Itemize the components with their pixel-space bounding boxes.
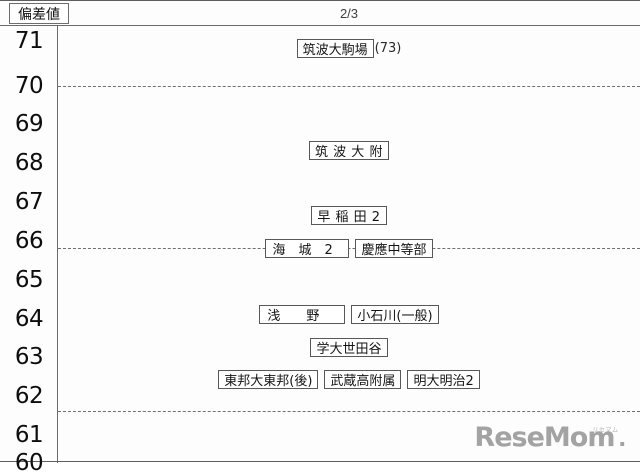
chart-header: 偏差値 2/3 [0, 1, 640, 26]
chart-row-68: 筑 波 大 附 [58, 140, 640, 161]
axis-tick-62: 62 [14, 383, 44, 409]
axis-tick-64: 64 [14, 306, 44, 332]
chart-row-63: 学大世田谷 [58, 337, 640, 358]
resemom-watermark-logo: ReseMom リセマム . [474, 422, 626, 453]
axis-tick-68: 68 [14, 150, 44, 176]
school-node-kaijo2[interactable]: 海 城 2 [265, 239, 350, 258]
gridline-70-5 [58, 86, 640, 87]
axis-tick-67: 67 [14, 189, 44, 215]
axis-tick-65: 65 [14, 267, 44, 293]
axis-tick-69: 69 [14, 111, 44, 137]
school-node-tohodaitoho-go[interactable]: 東邦大東邦(後) [218, 370, 319, 389]
axis-tick-70: 70 [14, 73, 44, 99]
chart-row-64: 浅 野 小石川(一般) [58, 304, 640, 325]
school-node-suffix: (73) [374, 41, 402, 56]
school-node-gakudaisetagaya[interactable]: 学大世田谷 [310, 338, 388, 357]
school-node-asano[interactable]: 浅 野 [259, 305, 346, 324]
watermark-dot: . [618, 422, 626, 452]
axis-tick-66: 66 [14, 228, 44, 254]
page-indicator: 2/3 [339, 6, 359, 21]
school-node-keiochutobu[interactable]: 慶應中等部 [355, 239, 433, 258]
watermark-ruby-text: リセマム [592, 428, 619, 434]
axis-tick-60: 60 [14, 450, 44, 476]
chart-row-66: 早 稲 田 2 [58, 205, 640, 226]
school-node-tsukubadaifuzoku[interactable]: 筑 波 大 附 [309, 141, 389, 160]
deviation-axis-column: 71 70 69 68 67 66 65 64 63 62 61 60 [0, 26, 58, 476]
axis-tick-61: 61 [14, 422, 44, 448]
chart-row-65-5: 海 城 2 慶應中等部 [58, 238, 640, 259]
school-node-koishikawa-ippan[interactable]: 小石川(一般) [351, 305, 439, 324]
chart-plot-area: 筑波大駒場 (73) 筑 波 大 附 早 稲 田 2 海 城 2 慶應中等部 浅… [58, 26, 640, 463]
axis-tick-63: 63 [14, 344, 44, 370]
axis-header-label: 偏差値 [9, 3, 69, 24]
axis-tick-71: 71 [14, 28, 44, 54]
school-node-musashikofuzoku[interactable]: 武蔵高附属 [324, 370, 402, 389]
school-node-waseda2[interactable]: 早 稲 田 2 [311, 206, 387, 225]
chart-row-71: 筑波大駒場 (73) [58, 38, 640, 59]
school-node-meidaimeiji2[interactable]: 明大明治2 [407, 370, 480, 389]
school-node-group: 筑波大駒場 (73) [296, 39, 402, 58]
watermark-text: ReseMom [474, 422, 615, 453]
school-node-tsukubadaikomaba[interactable]: 筑波大駒場 [296, 39, 374, 58]
gridline-60-5 [58, 411, 640, 412]
chart-row-62: 東邦大東邦(後) 武蔵高附属 明大明治2 [58, 369, 640, 390]
